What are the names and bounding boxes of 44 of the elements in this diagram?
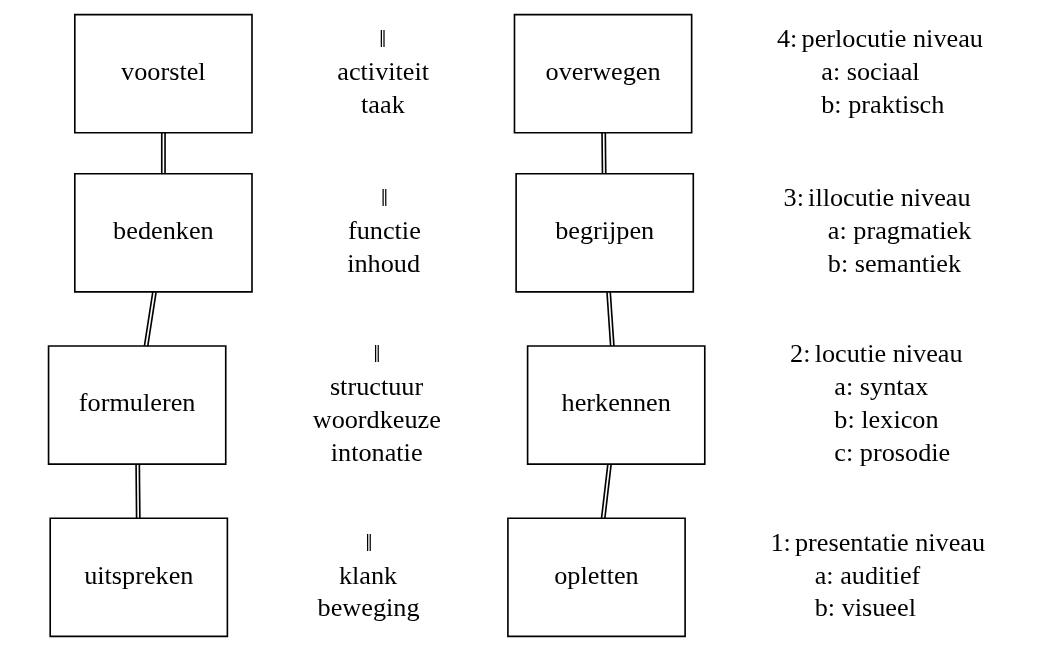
label: 4: bbox=[776, 24, 798, 54]
label: b: visueel bbox=[814, 593, 916, 623]
label: ‖ bbox=[373, 339, 381, 369]
label: c: prosodie bbox=[834, 437, 951, 467]
label: illocutie niveau bbox=[808, 183, 971, 213]
label: ‖ bbox=[365, 527, 373, 557]
label: structuur bbox=[329, 371, 424, 401]
label: b: praktisch bbox=[821, 89, 945, 119]
connector bbox=[601, 132, 607, 175]
label: a: syntax bbox=[834, 371, 929, 401]
label: intonatie bbox=[330, 437, 423, 467]
label: a: auditief bbox=[814, 560, 921, 590]
label: 2: bbox=[790, 339, 811, 369]
node-box: bedenken bbox=[74, 172, 253, 293]
label: 3: bbox=[783, 183, 804, 213]
connector bbox=[606, 291, 615, 347]
label: beweging bbox=[317, 593, 420, 623]
node-box: voorstel bbox=[74, 13, 253, 134]
label: functie bbox=[347, 216, 421, 246]
label: locutie niveau bbox=[814, 339, 963, 369]
label: perlocutie niveau bbox=[801, 24, 983, 54]
node-box: overwegen bbox=[513, 13, 693, 134]
label: ‖ bbox=[380, 183, 389, 213]
node-box: uitspreken bbox=[49, 517, 229, 638]
connector bbox=[160, 132, 166, 175]
connector bbox=[135, 463, 141, 520]
label: b: lexicon bbox=[834, 404, 939, 434]
node-box: formuleren bbox=[47, 345, 227, 465]
label: ‖ bbox=[379, 24, 387, 54]
label: 1: bbox=[770, 527, 791, 557]
label: a: sociaal bbox=[821, 56, 920, 86]
node-box: begrijpen bbox=[515, 172, 695, 293]
label: klank bbox=[338, 560, 398, 590]
label: presentatie niveau bbox=[795, 527, 986, 557]
label: inhoud bbox=[347, 248, 421, 278]
node-box: herkennen bbox=[526, 345, 706, 465]
label: woordkeuze bbox=[312, 404, 441, 434]
label: activiteit bbox=[337, 56, 430, 86]
label: b: semantiek bbox=[827, 248, 962, 278]
connector bbox=[143, 291, 157, 348]
label: a: pragmatiek bbox=[827, 216, 972, 246]
connector bbox=[600, 463, 612, 520]
node-box: opletten bbox=[507, 517, 686, 638]
label: taak bbox=[361, 89, 405, 119]
